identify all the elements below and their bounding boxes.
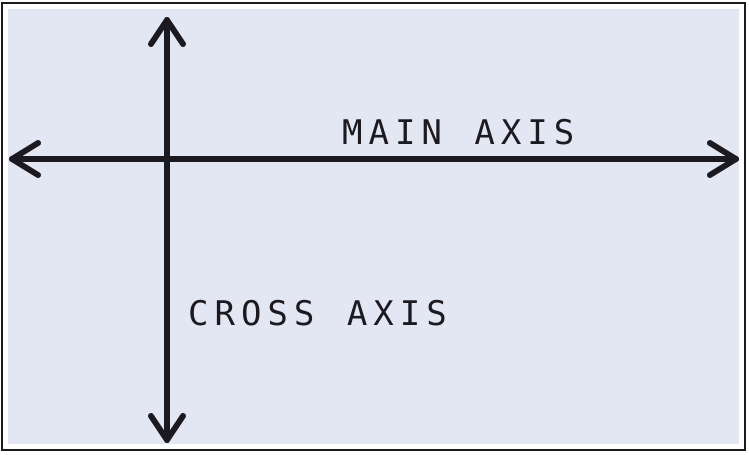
main-axis-label: MAIN AXIS: [342, 113, 581, 153]
main-axis-left-arrowhead: [9, 140, 41, 178]
main-axis-right-arrowhead: [707, 140, 739, 178]
main-axis-arrow-icon: [9, 140, 739, 178]
cross-axis-label: CROSS AXIS: [188, 294, 453, 334]
cross-axis-bottom-arrowhead: [148, 413, 186, 443]
diagram-panel: [8, 9, 739, 444]
cross-axis-arrow-icon: [148, 17, 186, 443]
cross-axis-top-arrowhead: [148, 17, 186, 47]
